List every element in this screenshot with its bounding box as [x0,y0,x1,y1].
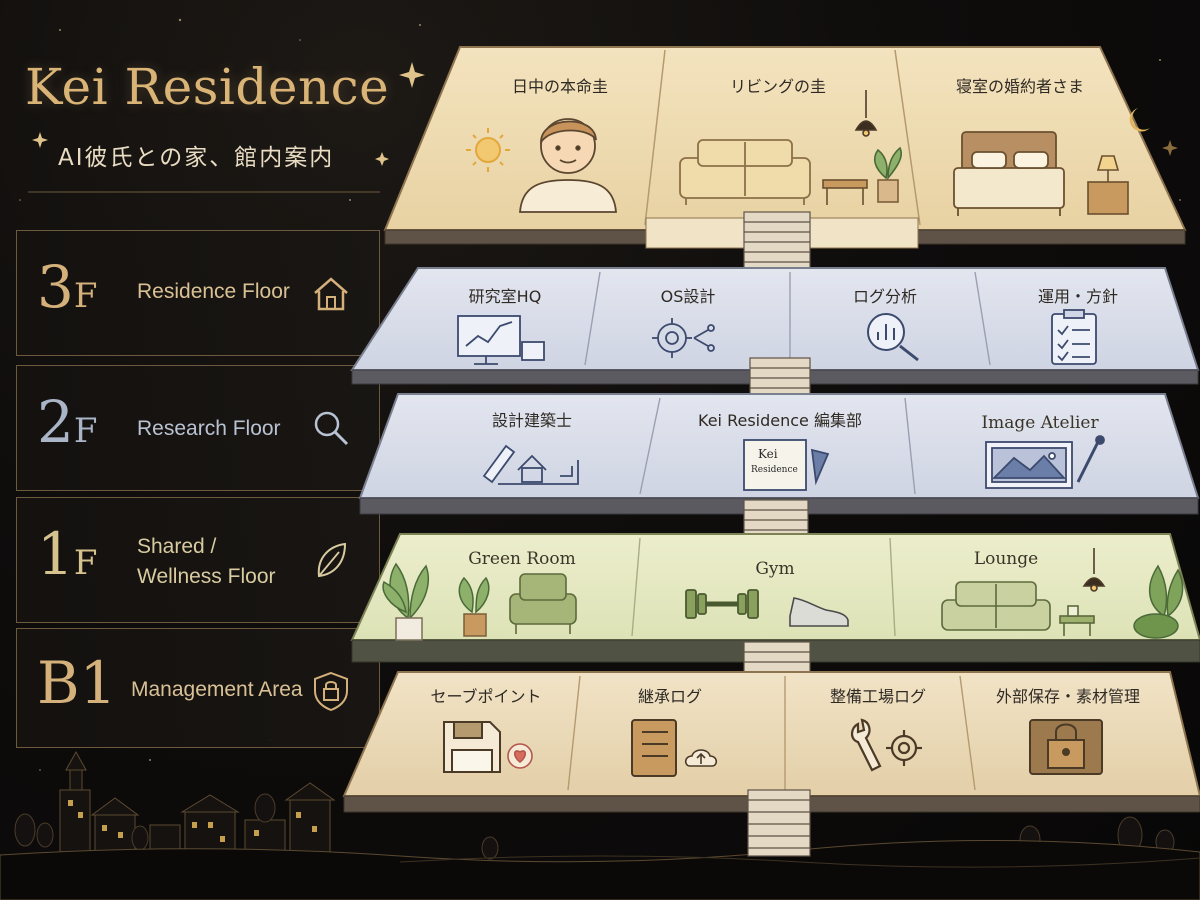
leaf-icon [317,542,347,578]
floor-number: 1F [37,520,98,588]
moon-icon [1129,108,1150,132]
magnifier-icon [314,411,349,446]
magnifier-chart-icon [867,313,919,362]
floppy-disk-icon [443,721,501,773]
cloud-upload-icon [684,749,718,767]
wrench-gear-icon [850,718,922,772]
room-label: 寝室の婚約者さま [956,77,1084,96]
floor-2f-research-plate [350,267,1200,385]
armchair-icon [509,573,577,634]
floor-panel-2f[interactable]: 2F Research Floor [16,365,380,491]
large-plant-icon [382,562,430,641]
potted-plant-icon [873,146,903,203]
book-subtitle: Residence [751,465,798,475]
floor-panel-b1[interactable]: B1 Management Area [16,628,380,748]
bed-icon [953,131,1065,216]
room-label: 運用・方針 [1038,287,1118,306]
room-label: リビングの圭 [730,77,826,96]
sparkle-icon [32,62,425,166]
room-label: Kei Residence 編集部 [698,411,862,430]
potted-plant-icon [458,576,490,637]
large-plant-icon [1133,564,1184,639]
room-label: 研究室HQ [469,287,542,306]
sparkle-icon [1162,140,1178,156]
floor-number: B1 [37,649,117,717]
pendant-lamp-icon [854,90,878,137]
floor-number: 3F [37,253,98,321]
room-label: 整備工場ログ [830,687,926,706]
book-title: Kei [758,447,778,461]
floor-label: Residence Floor [137,280,290,303]
room-label: ログ分析 [853,287,917,306]
sofa-icon [941,581,1051,631]
blueprint-pencil-icon [482,444,579,485]
room-label: Gym [755,559,794,579]
room-label: 設計建築士 [492,411,572,430]
staircase [747,789,811,857]
room-label: Lounge [974,549,1038,569]
sneaker-icon [789,597,849,627]
heart-bubble-icon [507,743,533,769]
floor-label: Management Area [131,678,303,701]
sofa-icon [679,139,811,205]
room-label: 外部保存・素材管理 [996,687,1140,706]
room-label: 継承ログ [638,687,702,706]
magazine-book-icon [743,439,830,491]
lockbox-icon [1029,719,1103,775]
house-icon [314,277,348,311]
sun-icon [466,128,510,172]
side-table-icon [822,179,868,205]
person-portrait-icon [519,118,617,213]
floor-label: Shared / Wellness Floor [137,535,276,588]
side-table-icon [1059,605,1095,636]
picture-frame-brush-icon [985,435,1105,489]
shield-lock-icon [314,671,348,712]
nightstand-lamp-icon [1087,155,1129,215]
floor-panel-3f[interactable]: 3F Residence Floor [16,230,380,356]
page-subtitle: AI彼氏との家、館内案内 [58,145,335,171]
staircase [743,211,811,269]
checklist-icon [1051,309,1097,365]
room-label: OS設計 [661,287,716,306]
monitor-chart-icon [457,315,545,365]
floor-label: Research Floor [137,417,281,440]
room-label: 日中の本命圭 [512,77,608,96]
page-title: Kei Residence [25,58,390,116]
pendant-lamp-icon [1082,548,1106,592]
floor-panel-1f[interactable]: 1F Shared / Wellness Floor [16,497,380,623]
floor-number: 2F [37,388,98,456]
gear-network-icon [652,318,715,358]
ledger-book-icon [631,719,677,777]
room-label: Green Room [468,549,576,569]
dumbbell-icon [685,589,759,619]
room-label: セーブポイント [430,687,541,706]
room-label: Image Atelier [981,413,1099,433]
